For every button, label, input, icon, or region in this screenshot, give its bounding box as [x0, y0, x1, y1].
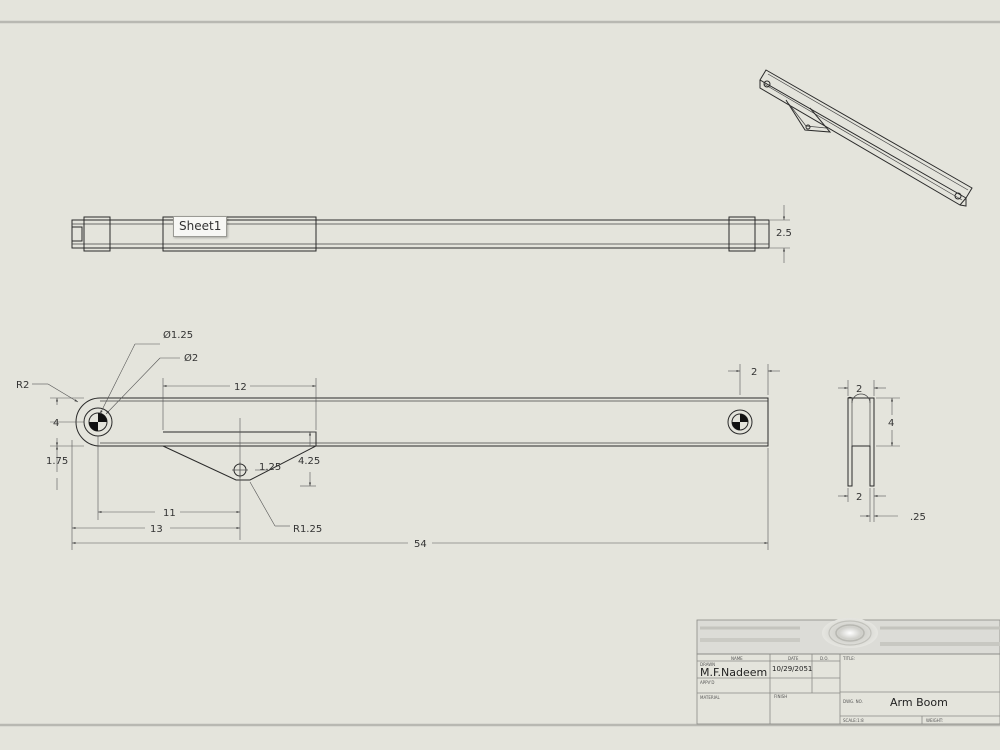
isometric-view	[759, 69, 973, 207]
tb-hdr-dwg: D.O.	[820, 656, 829, 661]
tb-material-label: MATERIAL	[700, 695, 721, 700]
tb-drawn-name: M.F.Nadeem	[700, 666, 767, 679]
dim-gusset-center: 11	[163, 508, 176, 519]
dim-side-thickness: .25	[910, 512, 926, 523]
dim-radius-end: R2	[16, 380, 29, 391]
tb-scale-label: SCALE:1:8	[843, 718, 864, 723]
dim-gusset-radius: R1.25	[293, 524, 322, 535]
dim-side-width-top: 2	[856, 384, 862, 395]
side-view	[838, 380, 900, 522]
title-block-texture	[700, 618, 1000, 648]
title-block	[696, 618, 1000, 725]
tb-approved-label: APPV'D	[700, 680, 714, 685]
sheet-tab-label[interactable]: Sheet1	[173, 216, 228, 237]
tb-hdr-date: DATE	[788, 656, 799, 661]
tb-dwg-no-label: DWG. NO.	[843, 699, 863, 704]
front-view	[75, 397, 769, 481]
dim-gusset-hole: 1.25	[259, 462, 281, 473]
tb-finish-label: FINISH	[774, 694, 787, 699]
dim-side-width-bottom: 2	[856, 492, 862, 503]
tb-drawn-date: 10/29/2051	[772, 665, 812, 673]
dim-overall-length: 54	[414, 539, 427, 550]
dim-hole-offset: 1.75	[46, 456, 68, 467]
sheet-border	[0, 20, 1000, 727]
front-dimensions	[32, 343, 780, 550]
dim-gusset-height: 4.25	[298, 456, 320, 467]
tb-title: Arm Boom	[890, 696, 948, 709]
dim-gusset-pos: 13	[150, 524, 163, 535]
dim-gusset-width: 12	[234, 382, 247, 393]
dim-end-offset: 2	[751, 367, 757, 378]
dim-hole-small: Ø1.25	[163, 329, 193, 341]
dim-height: 4	[53, 418, 59, 429]
tb-hdr-title: TITLE:	[842, 656, 855, 661]
tb-weight-label: WEIGHT:	[926, 718, 943, 723]
tb-drawn-label: DRAWN	[700, 662, 715, 667]
tb-hdr-name: NAME	[731, 656, 743, 661]
dim-top-height: 2.5	[776, 228, 792, 239]
dim-hole-large: Ø2	[184, 352, 198, 364]
dim-side-height: 4	[888, 418, 894, 429]
